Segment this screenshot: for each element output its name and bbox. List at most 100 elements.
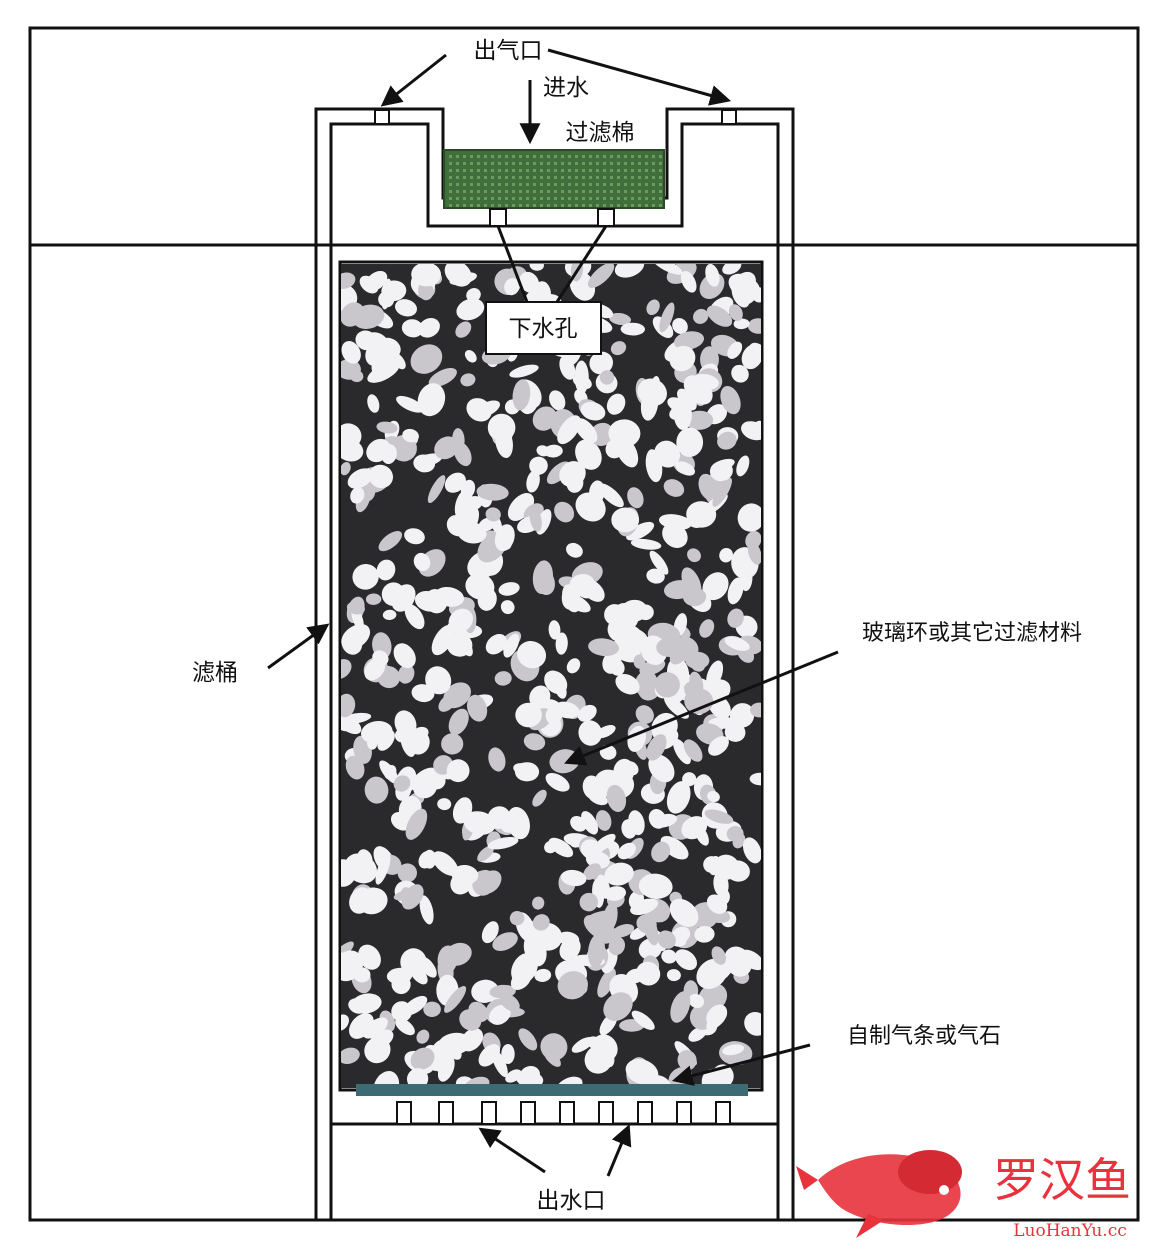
watermark: 罗汉鱼 LuoHanYu.cc <box>796 1150 1131 1241</box>
media-pebble <box>548 837 574 858</box>
media-pebble <box>566 658 581 674</box>
media-pebble <box>549 390 566 411</box>
media-pebble <box>702 572 729 601</box>
media-pebble <box>341 714 362 735</box>
media-pebble <box>604 862 634 886</box>
media-pebble <box>648 754 675 783</box>
media-pebble <box>449 272 477 286</box>
media-pebble <box>419 895 434 925</box>
media-pebble <box>659 302 675 333</box>
media-pebble <box>457 521 487 544</box>
media-pebble <box>722 1044 745 1056</box>
outlet-hole <box>520 1101 536 1125</box>
outlet-hole <box>559 1101 575 1125</box>
media-pebble <box>666 781 691 814</box>
media-pebble <box>614 264 645 278</box>
media-pebble <box>376 559 396 581</box>
media-pebble <box>638 873 673 899</box>
media-pebble <box>654 672 680 698</box>
media-pebble <box>381 280 407 302</box>
outlet-hole <box>481 1101 497 1125</box>
media-pebble <box>413 552 431 572</box>
media-pebble <box>477 845 494 862</box>
filter-cotton <box>443 149 665 209</box>
media-pebble <box>711 946 727 965</box>
media-pebble <box>352 304 385 330</box>
media-pebble <box>554 501 575 523</box>
media-pebble <box>454 630 473 657</box>
media-pebble <box>677 388 697 411</box>
media-pebble <box>694 824 709 846</box>
media-pebble <box>706 305 733 327</box>
media-pebble <box>509 364 539 378</box>
media-pebble <box>602 651 622 674</box>
arrow-air-outlet-right <box>547 48 732 106</box>
media-pebble <box>446 759 470 783</box>
media-pebble <box>347 468 373 489</box>
media-pebble <box>617 842 636 860</box>
media-pebble <box>642 913 659 946</box>
media-pebble <box>364 1037 391 1064</box>
media-pebble <box>495 425 513 459</box>
media-pebble <box>606 784 627 812</box>
media-pebble <box>581 811 599 835</box>
media-pebble <box>657 930 676 949</box>
media-pebble <box>434 586 465 607</box>
media-pebble <box>574 360 589 394</box>
drain-hole-label: 下水孔 <box>509 316 578 342</box>
media-pebble <box>381 582 405 606</box>
media-pebble <box>532 914 550 931</box>
arrow-air-outlet-left <box>380 53 447 107</box>
media-pebble <box>341 859 356 887</box>
media-pebble <box>736 455 750 477</box>
media-pebble <box>717 889 730 905</box>
media-pebble <box>544 670 568 695</box>
media-pebble <box>398 664 415 684</box>
media-pebble <box>384 764 397 780</box>
media-pebble <box>683 587 707 607</box>
media-pebble <box>485 633 507 655</box>
media-pebble <box>418 318 440 338</box>
media-pebble <box>447 622 466 635</box>
air-outlet-nub-left <box>374 109 390 125</box>
media-pebble <box>381 444 397 465</box>
media-pebble <box>648 375 661 408</box>
arrow-water-outlet-left <box>478 1127 546 1174</box>
media-pebble <box>555 632 568 655</box>
media-pebble <box>544 444 563 458</box>
media-pebble <box>523 733 546 751</box>
media-pebble <box>455 321 472 338</box>
arrow-air-stone <box>671 1043 811 1086</box>
arrow-filter-bucket <box>267 623 330 670</box>
media-pebble <box>341 423 362 449</box>
media-pebble <box>680 270 697 293</box>
media-pebble <box>353 967 371 983</box>
media-pebble <box>635 961 661 986</box>
media-pebble <box>685 410 714 430</box>
media-pebble <box>720 385 741 415</box>
media-pebble <box>366 736 378 750</box>
media-pebble <box>341 659 352 680</box>
media-pebble <box>635 705 654 724</box>
arrow-water-outlet-right <box>606 1124 632 1177</box>
media-pebble <box>466 694 488 722</box>
media-pebble <box>575 439 602 470</box>
media-pebble <box>485 507 501 522</box>
media-pebble <box>498 582 520 596</box>
media-pebble <box>577 704 597 722</box>
media-pebble <box>476 483 509 501</box>
media-pebble <box>512 379 531 411</box>
media-pebble <box>674 949 698 971</box>
media-pebble <box>341 1014 349 1031</box>
media-pebble <box>662 522 688 548</box>
media-pebble <box>611 924 635 938</box>
media-pebble <box>386 967 413 985</box>
outlet-hole <box>396 1101 412 1125</box>
media-pebble <box>719 547 733 563</box>
media-pebble <box>673 738 691 765</box>
media-pebble <box>446 1041 462 1060</box>
media-pebble <box>666 969 681 982</box>
drain-hole-box <box>485 301 602 355</box>
media-pebble <box>581 579 605 602</box>
